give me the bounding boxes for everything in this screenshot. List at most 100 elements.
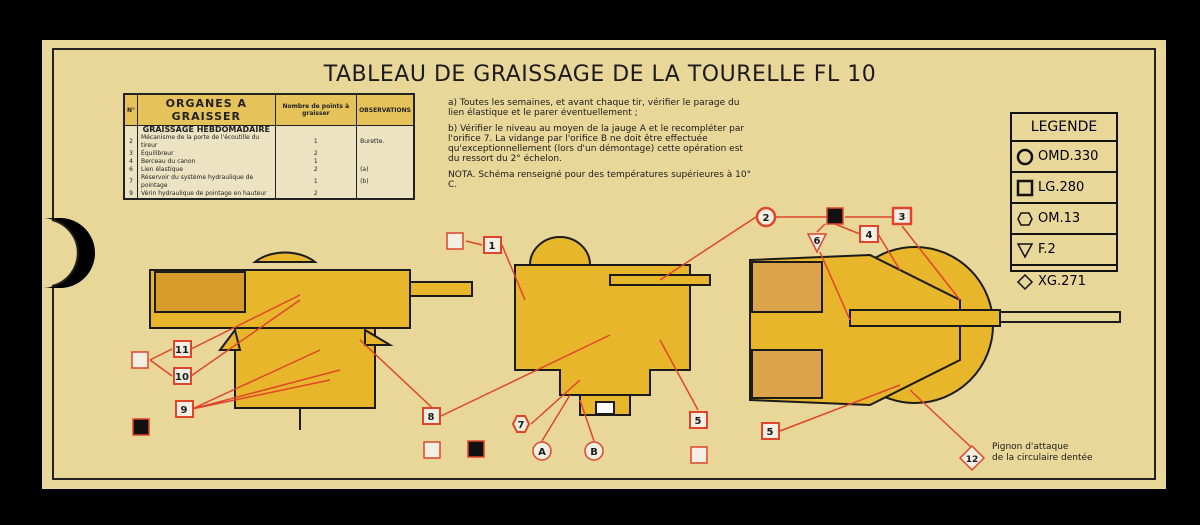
- cell-n: 9: [123, 190, 138, 199]
- grease-point-white: [446, 232, 464, 250]
- legend-label: XG.271: [1038, 274, 1086, 289]
- page-title: TABLEAU DE GRAISSAGE DE LA TOURELLE FL 1…: [323, 62, 877, 87]
- grease-point-black: [467, 440, 485, 458]
- cell-points: 1: [274, 174, 357, 190]
- legend-item-xg271: XG.271: [1012, 266, 1116, 297]
- cell-points: 1: [274, 158, 357, 166]
- cell-obs: Burette.: [356, 134, 414, 150]
- marker-2: 2: [755, 206, 777, 228]
- cell-organe: Vérin hydraulique de pointage en hauteur: [137, 190, 276, 199]
- svg-text:B: B: [590, 447, 598, 458]
- legend-label: OM.13: [1038, 211, 1081, 226]
- cell-points: 2: [274, 166, 357, 174]
- marker-9: 9: [175, 400, 194, 418]
- svg-text:1: 1: [489, 241, 496, 252]
- cell-obs: (b): [356, 174, 414, 190]
- grease-point-white: [690, 446, 708, 464]
- legend-item-lg280: LG.280: [1012, 173, 1116, 204]
- grease-point-white: [131, 351, 149, 369]
- notch-edge: [51, 219, 79, 287]
- cell-points: 2: [274, 150, 357, 158]
- hexagon-icon: [1017, 211, 1033, 226]
- header-number: N°: [123, 93, 139, 126]
- grease-point-white: [423, 441, 441, 459]
- svg-text:3: 3: [899, 212, 906, 223]
- marker-6: 6: [806, 233, 828, 254]
- cell-n: 6: [123, 166, 138, 174]
- cell-obs: [356, 158, 414, 166]
- turret-front-view: [514, 236, 711, 416]
- legend-label: OMD.330: [1038, 149, 1099, 164]
- cell-points: 1: [274, 134, 357, 150]
- legend-item-omd330: OMD.330: [1012, 142, 1116, 173]
- leader-lines: [149, 216, 973, 449]
- square-icon: [1016, 179, 1034, 196]
- cell-n: 4: [123, 158, 138, 166]
- table-section-title: GRAISSAGE HEBDOMADAIRE: [137, 125, 276, 134]
- cell-organe: Berceau du canon: [137, 158, 276, 166]
- lubrication-table: N° ORGANES A GRAISSER Nombre de points à…: [123, 93, 415, 200]
- grease-points: [131, 207, 844, 464]
- marker-8: 8: [422, 407, 441, 425]
- grease-point-black: [826, 207, 844, 225]
- marker-5: 5: [689, 411, 708, 429]
- circle-icon: [1016, 148, 1034, 165]
- cell-organe: Lien élastique: [137, 166, 276, 174]
- cell-n: 3: [123, 150, 138, 158]
- svg-text:A: A: [538, 447, 546, 458]
- turret-top-view: [749, 246, 1121, 407]
- cell-organe: Équilibreur: [137, 150, 276, 158]
- header-observations: OBSERVATIONS: [356, 93, 415, 126]
- marker-B: B: [584, 441, 604, 461]
- note-a: a) Toutes les semaines, et avant chaque …: [448, 98, 740, 118]
- marker-7: 7: [511, 415, 531, 433]
- svg-text:4: 4: [866, 230, 873, 241]
- diamond-icon: [1016, 273, 1034, 290]
- note-b: b) Vérifier le niveau au moyen de la jau…: [448, 124, 745, 164]
- marker-11: 11: [173, 340, 192, 358]
- pignon-line-2: de la circulaire dentée: [992, 453, 1093, 463]
- marker-10: 10: [173, 367, 192, 385]
- notes-block: a) Toutes les semaines, et avant chaque …: [448, 98, 753, 196]
- svg-text:12: 12: [966, 455, 979, 465]
- pignon-line-1: Pignon d'attaque: [992, 442, 1069, 452]
- svg-text:9: 9: [181, 405, 188, 416]
- svg-text:10: 10: [175, 372, 189, 383]
- marker-12: 12: [958, 444, 986, 472]
- marker-1: 1: [483, 236, 502, 254]
- marker-5: 5: [761, 422, 780, 440]
- marker-3: 3: [891, 206, 913, 226]
- legend-item-om13: OM.13: [1012, 204, 1116, 235]
- triangle-icon: [1016, 242, 1034, 259]
- cell-organe: Réservoir du système hydraulique de poin…: [137, 174, 276, 190]
- pignon-caption: Pignon d'attaque de la circulaire dentée: [992, 442, 1093, 464]
- marker-4: 4: [859, 225, 879, 243]
- header-points: Nombre de points à graisser: [274, 93, 358, 126]
- legend-title: LEGENDE: [1012, 114, 1116, 142]
- board-notch: [42, 218, 95, 288]
- header-organes: ORGANES A GRAISSER: [137, 93, 276, 126]
- svg-text:8: 8: [428, 412, 435, 423]
- legend-label: F.2: [1038, 242, 1056, 257]
- svg-text:6: 6: [814, 236, 821, 247]
- cell-points: 2: [274, 190, 357, 199]
- grease-point-black: [132, 418, 150, 436]
- legend: LEGENDE OMD.330 LG.280 OM.13 F.2 XG.271: [1010, 112, 1118, 290]
- cell-obs: [356, 150, 414, 158]
- cell-n: 7: [123, 174, 138, 190]
- svg-text:11: 11: [175, 345, 189, 356]
- legend-label: LG.280: [1038, 180, 1085, 195]
- cell-obs: [356, 190, 414, 199]
- cell-obs: (a): [356, 166, 414, 174]
- svg-text:7: 7: [518, 420, 525, 431]
- turret-side-view: [149, 251, 473, 430]
- note-nota: NOTA. Schéma renseigné pour des températ…: [448, 170, 752, 190]
- svg-text:2: 2: [763, 213, 770, 224]
- legend-item-f2: F.2: [1012, 235, 1116, 266]
